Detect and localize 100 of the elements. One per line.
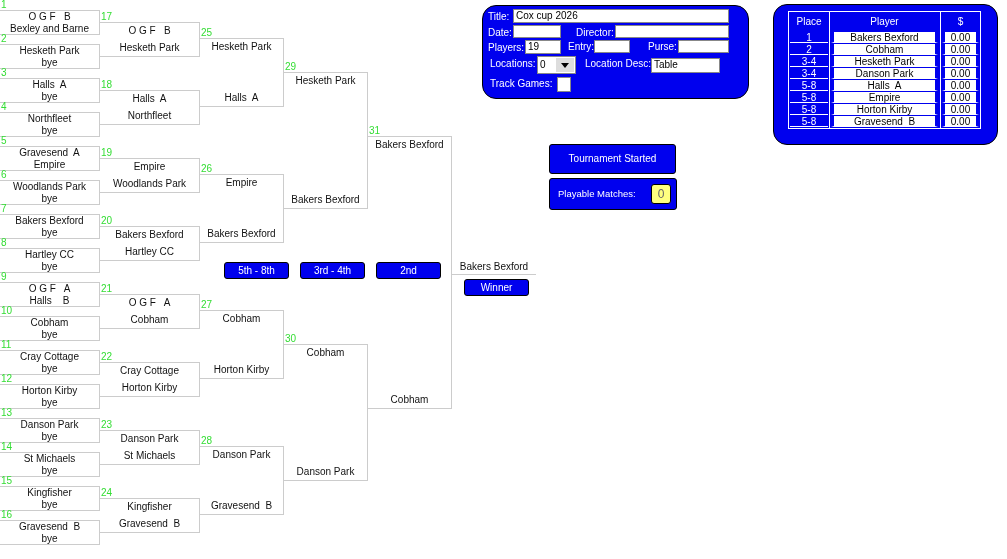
match-number: 24 bbox=[101, 488, 113, 498]
team-name: Cray Cottage bbox=[119, 365, 180, 377]
match-number: 27 bbox=[201, 300, 213, 310]
bracket-match-box bbox=[100, 226, 200, 261]
match-number: 3 bbox=[1, 68, 7, 78]
match-number: 30 bbox=[285, 334, 297, 344]
team-name: Hartley CC bbox=[124, 246, 175, 258]
match-number: 13 bbox=[1, 408, 13, 418]
team-name: Cray Cottage bbox=[19, 351, 80, 363]
team-name: St Michaels bbox=[122, 450, 177, 462]
count-field: 0 bbox=[651, 184, 671, 204]
team-name: Gravesend B bbox=[117, 518, 182, 530]
bracket-match-box bbox=[100, 430, 200, 465]
bracket-match-box bbox=[100, 362, 200, 397]
team-name: Woodlands Park bbox=[111, 178, 188, 190]
bracket-match-box bbox=[0, 418, 100, 443]
table-cell: 5-8 bbox=[790, 104, 828, 115]
team-name: Empire bbox=[32, 159, 67, 171]
team-name: bye bbox=[40, 125, 59, 137]
team-name: bye bbox=[40, 91, 59, 103]
match-number: 10 bbox=[1, 306, 13, 316]
field-label: Purse: bbox=[648, 41, 677, 53]
team-name: Gravesend B bbox=[209, 500, 274, 512]
team-name: Hesketh Park bbox=[118, 42, 181, 54]
team-name: Horton Kirby bbox=[212, 364, 271, 376]
team-name: O G F A bbox=[127, 297, 172, 309]
team-name: Cobham bbox=[129, 314, 170, 326]
team-name: Horton Kirby bbox=[120, 382, 179, 394]
dropdown-select: 0 bbox=[537, 56, 576, 74]
team-name: Bakers Bexford bbox=[114, 229, 185, 241]
team-name: Cobham bbox=[389, 394, 430, 406]
match-number: 26 bbox=[201, 164, 213, 174]
bracket-match-box bbox=[284, 72, 368, 209]
bracket-match-box bbox=[0, 316, 100, 341]
team-name: Halls A bbox=[131, 93, 168, 105]
team-name: bye bbox=[40, 431, 59, 443]
team-name: Kingfisher bbox=[126, 501, 173, 513]
team-name: bye bbox=[40, 193, 59, 205]
place-button: Winner bbox=[464, 279, 529, 296]
team-name: Hesketh Park bbox=[294, 75, 357, 87]
team-name: St Michaels bbox=[22, 453, 77, 465]
bracket-match-box bbox=[284, 344, 368, 481]
column-header: Place bbox=[795, 15, 823, 29]
bracket-match-box bbox=[100, 90, 200, 125]
team-name: O G F B bbox=[27, 11, 72, 23]
team-name: bye bbox=[40, 465, 59, 477]
team-name: Gravesend B bbox=[17, 521, 82, 533]
match-number: 2 bbox=[1, 34, 7, 44]
team-name: Danson Park bbox=[119, 433, 180, 445]
bracket-match-box bbox=[200, 446, 284, 515]
team-name: O G F B bbox=[127, 25, 172, 37]
match-number: 7 bbox=[1, 204, 7, 214]
bracket-match-box bbox=[0, 282, 100, 307]
team-name: bye bbox=[40, 329, 59, 341]
team-name: Bakers Bexford bbox=[206, 228, 277, 240]
team-name: Bakers Bexford bbox=[290, 194, 361, 206]
bracket-match-box bbox=[0, 350, 100, 375]
input-field: Cox cup 2026 bbox=[513, 9, 729, 23]
status-button: Tournament Started bbox=[549, 144, 676, 174]
match-number: 16 bbox=[1, 510, 13, 520]
bracket-match-box bbox=[0, 112, 100, 137]
team-name: bye bbox=[40, 57, 59, 69]
match-number: 4 bbox=[1, 102, 7, 112]
match-number: 11 bbox=[1, 340, 12, 350]
bracket-match-box bbox=[100, 294, 200, 329]
team-name: Danson Park bbox=[19, 419, 80, 431]
field-label: Title: bbox=[488, 11, 510, 23]
team-name: Bexley and Barne bbox=[9, 23, 90, 35]
match-number: 6 bbox=[1, 170, 7, 180]
team-name: Kingfisher bbox=[26, 487, 73, 499]
team-name: Danson Park bbox=[295, 466, 356, 478]
table-cell: 3-4 bbox=[790, 56, 828, 67]
team-name: Halls A bbox=[223, 92, 260, 104]
team-name: Bakers Bexford bbox=[14, 215, 85, 227]
bracket-match-box bbox=[0, 520, 100, 545]
match-number: 5 bbox=[1, 136, 7, 146]
team-name: Cobham bbox=[221, 313, 262, 325]
bracket-match-box bbox=[200, 38, 284, 107]
match-number: 21 bbox=[101, 284, 113, 294]
table-cell: 5-8 bbox=[790, 116, 828, 127]
bracket-match-box bbox=[100, 22, 200, 57]
field-label: Location Desc: bbox=[585, 58, 652, 70]
bracket-match-box bbox=[0, 452, 100, 477]
bracket-match-box bbox=[0, 44, 100, 69]
bracket-match-box bbox=[0, 180, 100, 205]
team-name: Woodlands Park bbox=[11, 181, 88, 193]
team-name: Empire bbox=[132, 161, 167, 173]
team-name: Northfleet bbox=[126, 110, 173, 122]
bracket-match-box bbox=[0, 214, 100, 239]
team-name: bye bbox=[40, 227, 59, 239]
match-number: 8 bbox=[1, 238, 7, 248]
table-cell: 3-4 bbox=[790, 68, 828, 79]
field-label: Director: bbox=[576, 27, 614, 39]
match-number: 28 bbox=[201, 436, 213, 446]
team-name: bye bbox=[40, 363, 59, 375]
winner-line bbox=[452, 261, 536, 275]
input-field: Table bbox=[651, 58, 720, 73]
place-button: 5th - 8th bbox=[224, 262, 289, 279]
match-number: 18 bbox=[101, 80, 113, 90]
match-number: 15 bbox=[1, 476, 13, 486]
